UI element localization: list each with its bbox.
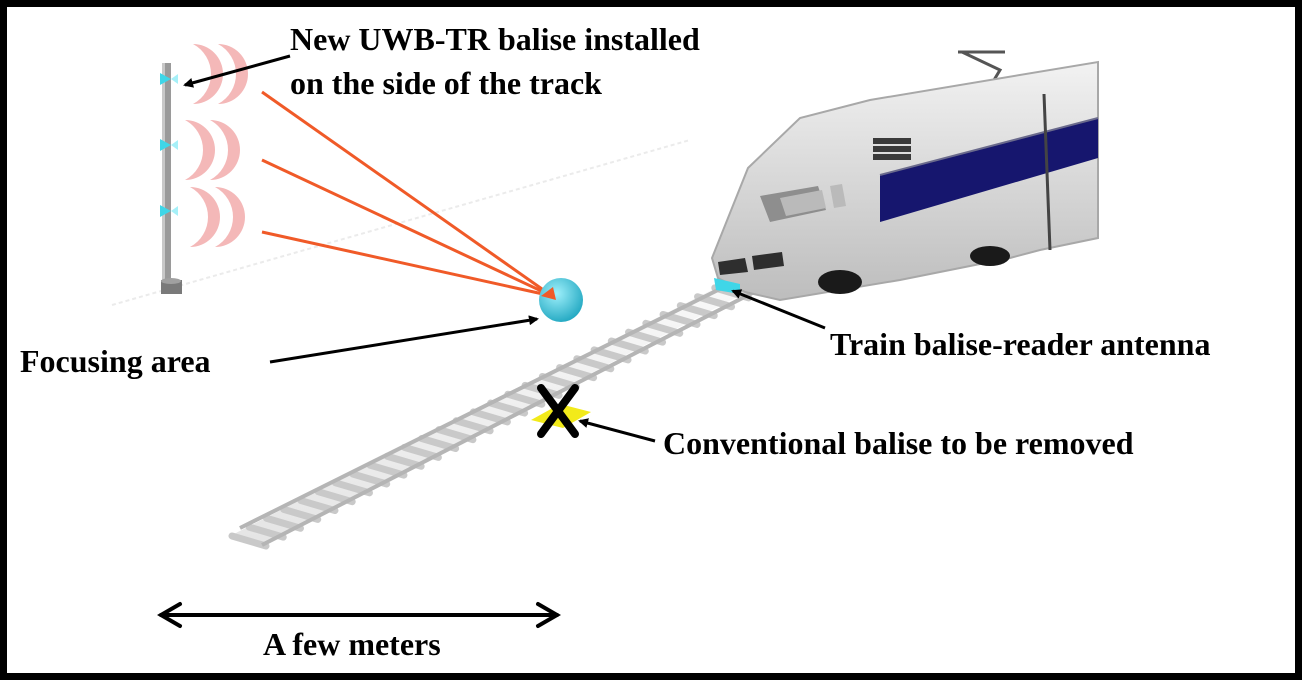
railway-track xyxy=(228,275,770,550)
label-new-balise-line2: on the side of the track xyxy=(290,65,602,101)
label-focusing-area: Focusing area xyxy=(20,343,211,379)
uwb-emitter-middle xyxy=(160,139,178,151)
ground-line xyxy=(111,139,691,306)
arrow-to-emitter xyxy=(183,54,291,88)
cross-icon xyxy=(537,384,579,438)
uwb-emitter-top xyxy=(160,73,178,85)
focusing-area-sphere xyxy=(539,278,583,322)
arrow-to-train-antenna xyxy=(731,289,826,330)
arrow-to-focusing-area xyxy=(269,315,539,364)
focus-rays xyxy=(261,90,553,298)
scale-double-arrow xyxy=(157,602,561,628)
label-train-antenna: Train balise-reader antenna xyxy=(830,326,1211,362)
uwb-emitter-bottom xyxy=(160,205,178,217)
radio-wave-icon-bottom xyxy=(190,187,245,247)
label-conventional-balise: Conventional balise to be removed xyxy=(663,425,1134,461)
train-icon xyxy=(710,50,1099,302)
track-sleeper xyxy=(228,532,270,550)
label-new-balise-line1: New UWB-TR balise installed xyxy=(290,21,700,57)
pole-icon xyxy=(161,63,182,294)
radio-wave-icon-top xyxy=(193,44,248,104)
label-scale: A few meters xyxy=(263,626,441,662)
arrow-to-conventional-balise xyxy=(578,418,656,443)
radio-wave-icon-middle xyxy=(185,120,240,180)
